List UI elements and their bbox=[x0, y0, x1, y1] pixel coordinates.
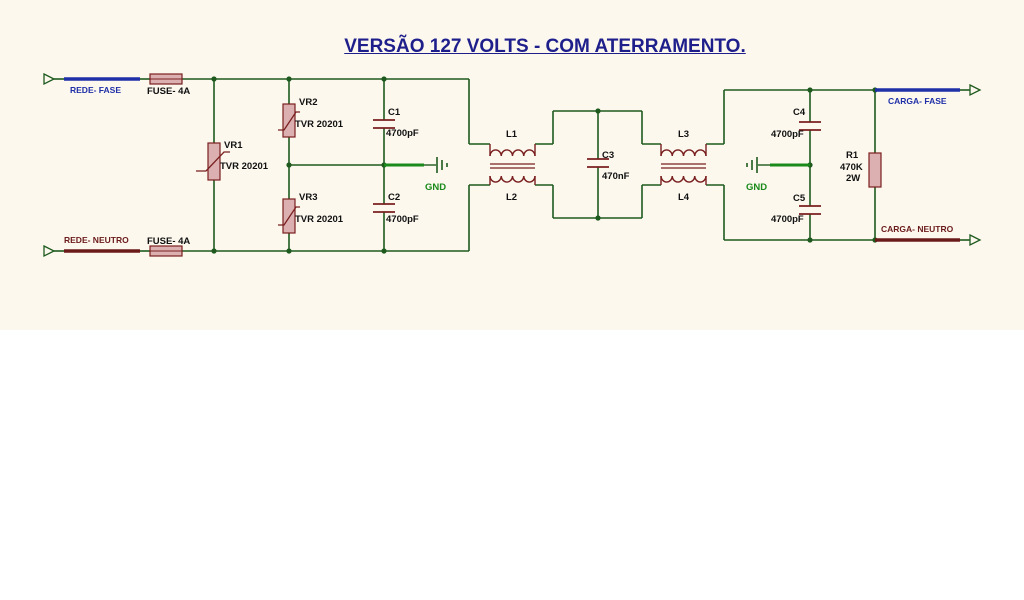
capacitor-c5 bbox=[799, 205, 821, 215]
c2-value: 4700pF bbox=[386, 214, 419, 225]
varistor-vr1: VR1 TVR 20201 bbox=[196, 140, 269, 181]
c5-ref: C5 bbox=[793, 193, 806, 204]
page-title: VERSÃO 127 VOLTS - COM ATERRAMENTO. bbox=[344, 36, 746, 57]
fuse-top-label: FUSE- 4A bbox=[147, 86, 190, 97]
c1-value: 4700pF bbox=[386, 128, 419, 139]
inductor-core-l1-l2 bbox=[490, 163, 535, 169]
c4-ref: C4 bbox=[793, 107, 806, 118]
terminal-carga-fase: CARGA- FASE bbox=[875, 83, 982, 106]
inductor-l4 bbox=[660, 175, 707, 185]
r1-power: 2W bbox=[846, 173, 860, 184]
resistor-r1 bbox=[868, 152, 882, 188]
varistor-vr2: VR2 TVR 20201 bbox=[278, 97, 344, 138]
c3-value: 470nF bbox=[602, 171, 630, 182]
inductor-core-l3-l4 bbox=[661, 163, 706, 169]
inductor-l3 bbox=[660, 144, 707, 157]
capacitor-c2 bbox=[373, 203, 395, 213]
fuse-bottom-label: FUSE- 4A bbox=[147, 236, 190, 247]
terminal-label-carga-fase: CARGA- FASE bbox=[888, 96, 947, 106]
terminal-rede-fase: REDE- FASE bbox=[43, 72, 150, 95]
junction-dots bbox=[211, 76, 878, 254]
inductor-l2 bbox=[489, 175, 536, 185]
l3-ref: L3 bbox=[678, 129, 689, 140]
fuse-top: FUSE- 4A bbox=[147, 73, 190, 97]
gnd-left-label: GND bbox=[425, 182, 446, 193]
vr3-ref: VR3 bbox=[299, 192, 317, 203]
capacitor-c4 bbox=[799, 121, 821, 131]
c2-ref: C2 bbox=[388, 192, 400, 203]
c1-ref: C1 bbox=[388, 107, 401, 118]
c4-value: 4700pF bbox=[771, 129, 804, 140]
l1-ref: L1 bbox=[506, 129, 518, 140]
terminal-rede-neutro: REDE- NEUTRO bbox=[43, 235, 150, 258]
l2-ref: L2 bbox=[506, 192, 517, 203]
schematic-canvas bbox=[0, 0, 1024, 330]
r1-value: 470K bbox=[840, 162, 863, 173]
terminal-carga-neutro: CARGA- NEUTRO bbox=[875, 224, 982, 247]
gnd-right-label: GND bbox=[746, 182, 767, 193]
ground-right-icon bbox=[746, 157, 810, 173]
vr1-value: TVR 20201 bbox=[220, 161, 269, 172]
capacitor-c3 bbox=[587, 158, 609, 168]
terminal-label-rede-neutro: REDE- NEUTRO bbox=[64, 235, 129, 245]
ground-left-icon bbox=[384, 157, 448, 173]
vr3-value: TVR 20201 bbox=[295, 214, 344, 225]
l4-ref: L4 bbox=[678, 192, 690, 203]
c3-ref: C3 bbox=[602, 150, 614, 161]
c5-value: 4700pF bbox=[771, 214, 804, 225]
r1-ref: R1 bbox=[846, 150, 859, 161]
vr2-value: TVR 20201 bbox=[295, 119, 344, 130]
fuse-bottom: FUSE- 4A bbox=[147, 236, 190, 257]
vr2-ref: VR2 bbox=[299, 97, 317, 108]
schematic-diagram: REDE- FASE REDE- NEUTRO FUSE- 4A FUSE- 4… bbox=[43, 72, 982, 258]
inductor-l1 bbox=[489, 144, 536, 157]
capacitor-c1 bbox=[373, 119, 395, 129]
terminal-label-carga-neutro: CARGA- NEUTRO bbox=[881, 224, 954, 234]
varistor-vr3: VR3 TVR 20201 bbox=[278, 192, 344, 234]
terminal-label-rede-fase: REDE- FASE bbox=[70, 85, 121, 95]
wires bbox=[182, 78, 876, 252]
vr1-ref: VR1 bbox=[224, 140, 243, 151]
